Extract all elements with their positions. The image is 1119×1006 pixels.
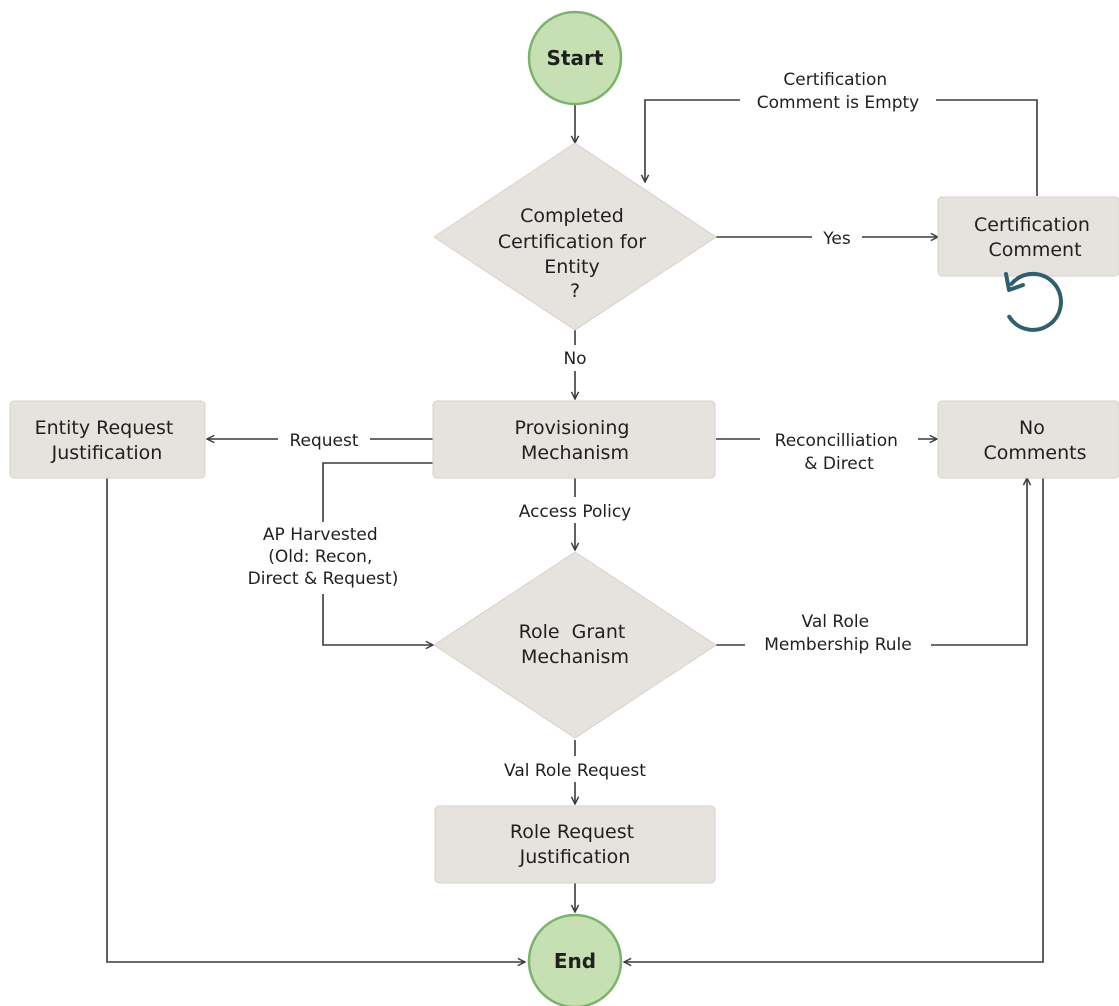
- role-request-justification-label: Role Request Justification: [510, 821, 640, 868]
- provisioning-mechanism-label: Provisioning Mechanism: [515, 417, 636, 464]
- edge-label-reconciliation: Reconcilliation & Direct: [775, 431, 904, 474]
- edge-label-ap-harvested: AP Harvested (Old: Recon, Direct & Reque…: [248, 525, 399, 589]
- refresh-icon: [1004, 271, 1063, 332]
- entity-request-justification-box: Entity Request Justification: [9, 400, 206, 479]
- decision-role-grant-mechanism-label: Role Grant Mechanism: [519, 621, 632, 668]
- edge-label-val-role-membership: Val Role Membership Rule: [764, 612, 911, 655]
- no-comments-box: No Comments: [937, 400, 1119, 479]
- certification-comment-box: Certification Comment: [937, 196, 1119, 277]
- entity-request-justification-label: Entity Request Justification: [35, 417, 180, 464]
- provisioning-mechanism-box: Provisioning Mechanism: [432, 400, 716, 479]
- start-node: Start: [527, 10, 623, 106]
- end-label: End: [554, 949, 596, 973]
- connector-no-comments-to-end: [624, 478, 1044, 962]
- start-label: Start: [547, 46, 604, 70]
- decision-completed-certification-label: Completed Certification for Entity ?: [498, 205, 652, 302]
- edge-label-request: Request: [289, 431, 358, 451]
- edge-label-yes: Yes: [822, 229, 851, 249]
- end-node: End: [527, 913, 623, 1006]
- certification-comment-label: Certification Comment: [974, 214, 1096, 261]
- no-comments-label: No Comments: [984, 417, 1087, 464]
- connector-entity-request-to-end: [106, 478, 525, 962]
- decision-completed-certification: Completed Certification for Entity ?: [433, 142, 717, 331]
- edge-label-access-policy: Access Policy: [519, 502, 632, 522]
- edge-label-val-role-request: Val Role Request: [504, 761, 646, 781]
- role-request-justification-box: Role Request Justification: [434, 805, 716, 884]
- edge-label-cert-empty: Certification Comment is Empty: [757, 70, 920, 113]
- edge-label-no: No: [563, 349, 586, 369]
- decision-role-grant-mechanism: Role Grant Mechanism: [433, 551, 717, 739]
